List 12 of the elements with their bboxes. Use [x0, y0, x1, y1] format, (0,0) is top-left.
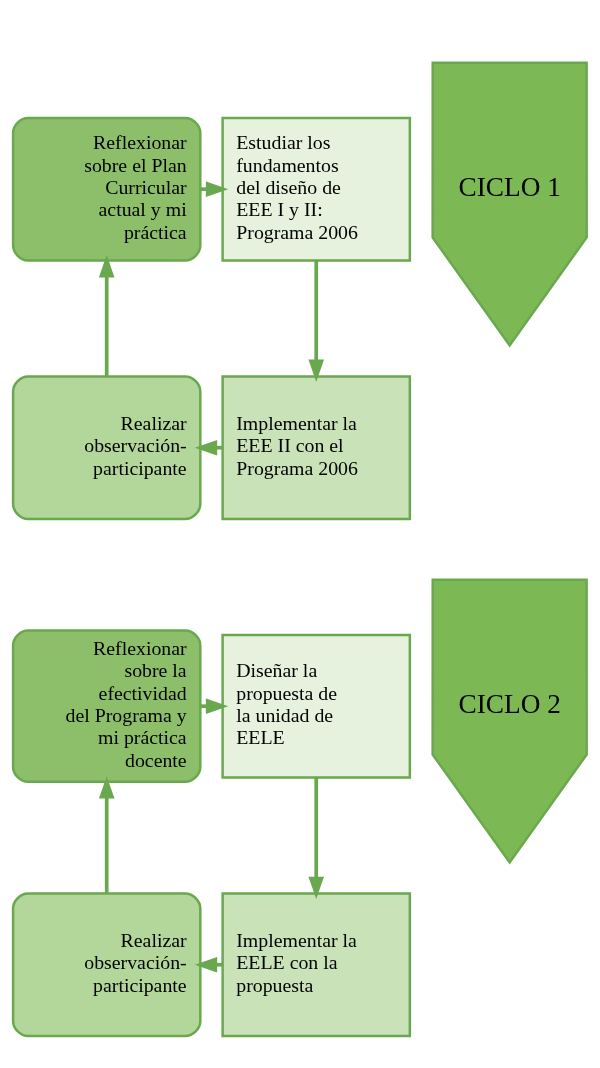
arrow: [98, 254, 115, 376]
node-box: Estudiar los fundamentos del diseño de EEE I y II: Programa 2006: [221, 116, 412, 262]
node-box: Implementar la EEE II con el Programa 2006: [221, 374, 412, 520]
node-box: Implementar la EELE con la propuesta: [221, 891, 412, 1037]
node-box: Reflexionar sobre la efectividad del Programa y mi práctica docente: [11, 628, 202, 783]
arrow: [308, 777, 325, 899]
arrow: [98, 775, 115, 893]
arrow: [308, 260, 325, 382]
node-box: Realizar observación-participante: [11, 374, 202, 520]
node-box: Diseñar la propuesta de la unidad de EELE: [221, 633, 412, 779]
node-box: Reflexionar sobre el Plan Curricular actual y mi práctica: [11, 116, 202, 262]
node-box: Realizar observación-participante: [11, 891, 202, 1037]
